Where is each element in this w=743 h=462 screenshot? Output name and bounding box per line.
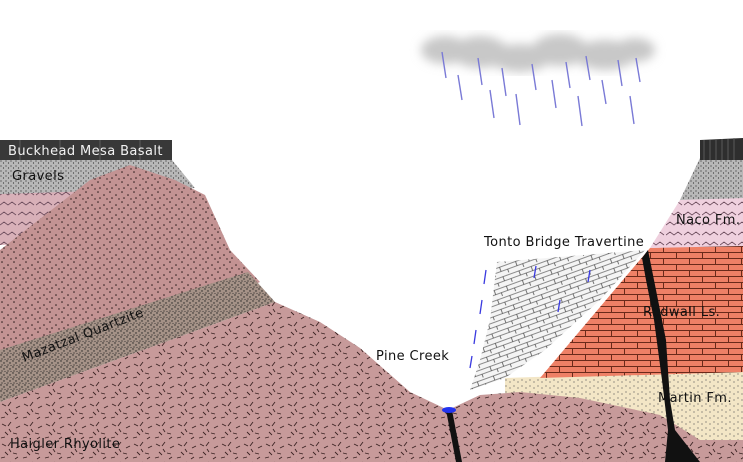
haigler-rhyolite bbox=[0, 302, 743, 462]
label-buckhead-mesa-basalt: Buckhead Mesa Basalt bbox=[8, 144, 163, 159]
label-gravels: Gravels bbox=[12, 169, 64, 184]
label-martin-fm: Martin Fm. bbox=[658, 391, 732, 406]
fault-dike bbox=[446, 250, 700, 462]
pine-creek-water bbox=[442, 407, 456, 413]
label-pine-creek: Pine Creek bbox=[376, 349, 449, 364]
label-tonto-bridge-travertine: Tonto Bridge Travertine bbox=[483, 235, 644, 250]
mazatzal-quartzite bbox=[0, 165, 275, 402]
label-haigler-rhyolite: Haigler Rhyolite bbox=[10, 437, 120, 452]
storm-cloud-icon bbox=[421, 34, 655, 127]
label-redwall-ls: Redwall Ls. bbox=[643, 305, 720, 320]
label-naco-fm: Naco Fm. bbox=[676, 213, 740, 228]
travertine-deposit bbox=[469, 250, 645, 390]
